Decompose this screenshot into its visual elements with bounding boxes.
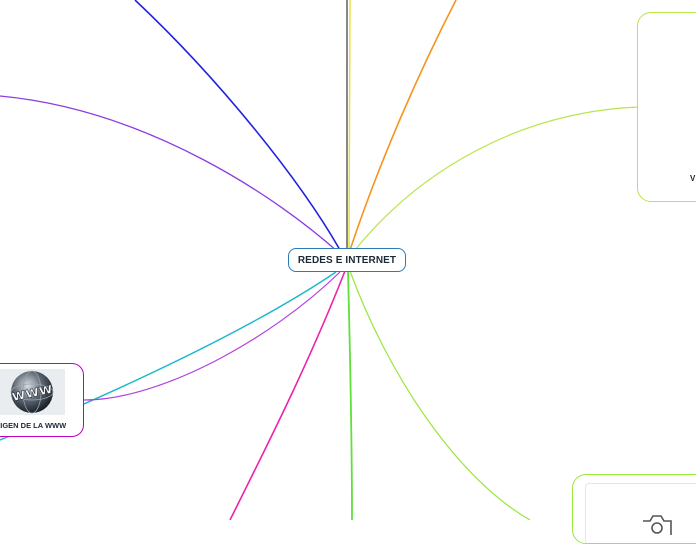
topic-node-www[interactable]: www ORIGEN DE LA WWW [0, 363, 84, 437]
connector-yellow [348, 0, 351, 250]
connector-violet [0, 95, 339, 253]
connector-green [347, 270, 353, 520]
topic-node-right-bottom[interactable] [572, 474, 696, 544]
connector-light-green [349, 270, 531, 520]
connector-orange [349, 0, 457, 251]
central-topic-label: REDES E INTERNET [297, 254, 397, 266]
camera-icon [643, 515, 672, 535]
image-frame [585, 483, 696, 544]
www-globe-icon: www [0, 369, 65, 415]
right-top-node-label: V [690, 174, 696, 183]
connector-magenta [229, 270, 346, 520]
connector-purple [83, 271, 341, 401]
topic-node-right-top[interactable]: V [637, 12, 696, 202]
central-topic-node[interactable]: REDES E INTERNET [288, 248, 406, 272]
connector-lime [354, 106, 639, 251]
www-node-label: ORIGEN DE LA WWW [0, 421, 67, 430]
connector-blue [134, 0, 341, 251]
